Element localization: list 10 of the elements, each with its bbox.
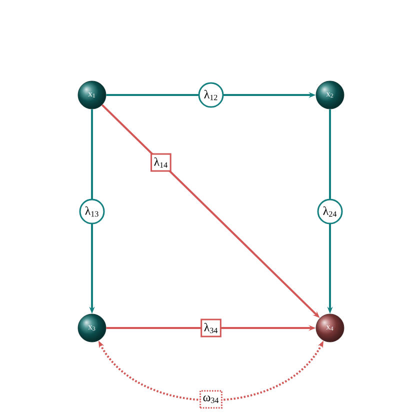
edge-label: λ$_{13}$ <box>79 198 105 224</box>
edge-label: ω$_{34}$ <box>200 390 222 409</box>
edge-label: λ$_{12}$ <box>198 82 224 108</box>
node-label: x$_{1}$ <box>88 92 95 98</box>
edge-label: λ$_{14}$ <box>150 153 172 172</box>
node-label: x$_{2}$ <box>326 92 334 98</box>
node-label: x$_{4}$ <box>326 325 334 331</box>
edge-label: λ$_{34}$ <box>200 318 222 338</box>
edge-label: λ$_{24}$ <box>317 198 343 224</box>
node-label: x$_{3}$ <box>88 325 96 331</box>
